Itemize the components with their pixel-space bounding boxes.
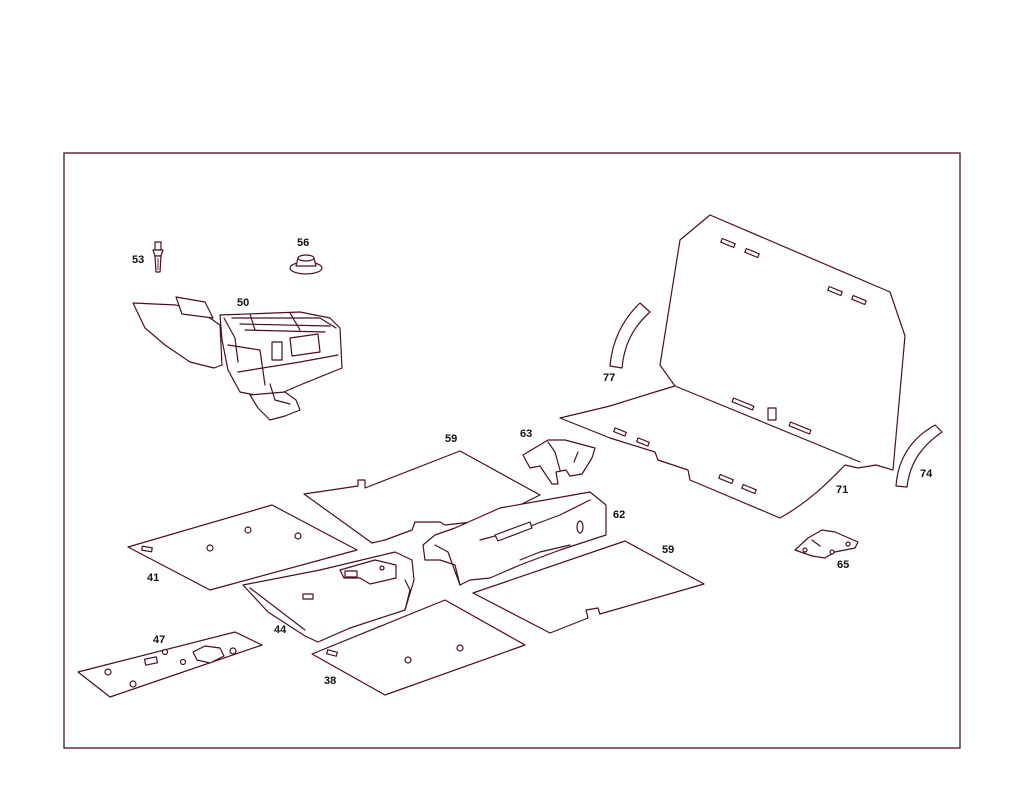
part-77-trim[interactable] bbox=[609, 302, 651, 369]
part-50-insulation[interactable] bbox=[132, 296, 343, 421]
callout-41: 41 bbox=[147, 572, 159, 584]
part-63-cap[interactable] bbox=[522, 439, 596, 485]
callout-47: 47 bbox=[153, 634, 165, 646]
callout-71: 71 bbox=[836, 484, 848, 496]
part-53-clip[interactable] bbox=[152, 241, 164, 273]
callout-77: 77 bbox=[603, 372, 615, 384]
callout-63: 63 bbox=[520, 428, 532, 440]
part-38-mat[interactable] bbox=[311, 599, 526, 696]
part-44-panel[interactable] bbox=[242, 551, 415, 643]
part-74-trim[interactable] bbox=[895, 424, 943, 488]
callout-59-upper: 59 bbox=[445, 433, 457, 445]
part-65-bracket[interactable] bbox=[794, 529, 859, 559]
part-41-mat[interactable] bbox=[127, 504, 358, 591]
callout-38: 38 bbox=[324, 675, 336, 687]
diagram-frame bbox=[63, 152, 961, 749]
callout-50: 50 bbox=[237, 297, 249, 309]
part-56-nut[interactable] bbox=[289, 254, 323, 275]
part-59-mat-lower[interactable] bbox=[472, 540, 705, 634]
callout-62: 62 bbox=[613, 509, 625, 521]
part-71-rear-panel[interactable] bbox=[559, 214, 906, 519]
callout-44: 44 bbox=[274, 624, 287, 636]
callout-74: 74 bbox=[920, 468, 933, 480]
part-62-tunnel[interactable] bbox=[422, 491, 607, 586]
callout-56: 56 bbox=[297, 237, 309, 249]
part-47-strip[interactable] bbox=[77, 631, 263, 698]
callout-65: 65 bbox=[837, 559, 849, 571]
callout-59-lower: 59 bbox=[662, 544, 674, 556]
callout-53: 53 bbox=[132, 254, 144, 266]
